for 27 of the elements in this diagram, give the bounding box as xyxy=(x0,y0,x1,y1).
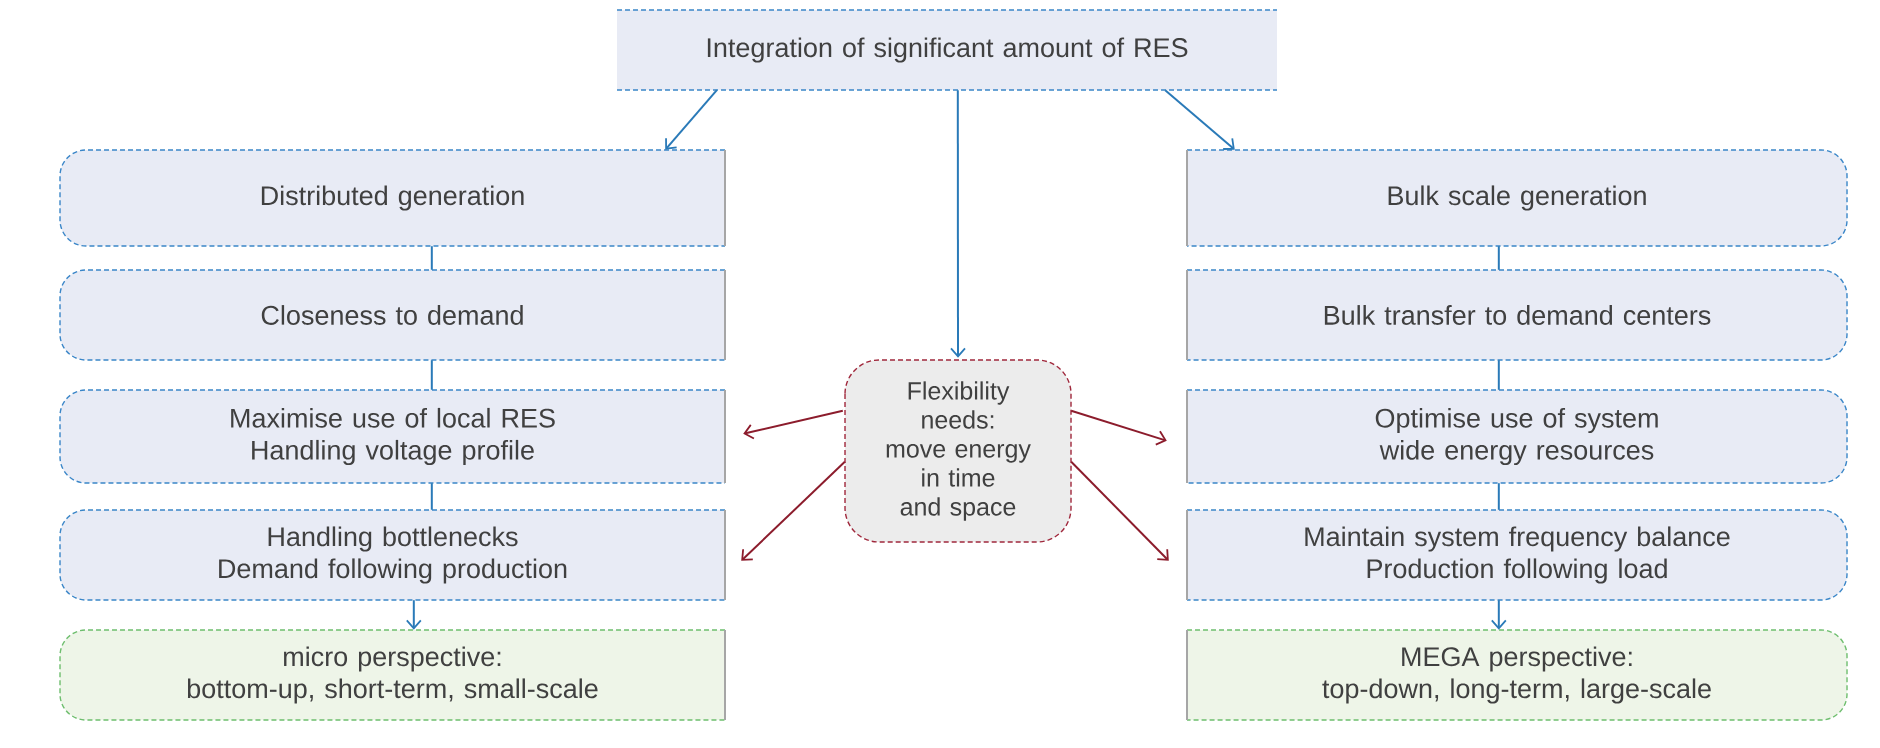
heading-box: Integration of significant amount of RES xyxy=(616,9,1278,91)
connector-line xyxy=(1497,482,1500,511)
process-box: Bulk scale generation xyxy=(1186,149,1848,247)
process-box: Maintain system frequency balance Production following load xyxy=(1186,509,1848,601)
connector-line xyxy=(430,482,433,511)
arrow xyxy=(665,89,718,150)
process-box: MEGA perspective: top-down, long-term, large-scale xyxy=(1186,629,1848,721)
arrow xyxy=(405,599,422,630)
arrow xyxy=(1070,409,1167,446)
process-box: Optimise use of system wide energy resources xyxy=(1186,389,1848,484)
arrow xyxy=(1164,89,1235,150)
connector-line xyxy=(1497,245,1500,271)
connector-line xyxy=(1497,359,1500,391)
process-box: Distributed generation xyxy=(59,149,726,247)
connector-line xyxy=(430,245,433,271)
connector-line xyxy=(430,359,433,391)
process-box: Maximise use of local RES Handling voltage profile xyxy=(59,389,726,484)
arrow xyxy=(1490,599,1507,630)
process-box: Handling bottlenecks Demand following production xyxy=(59,509,726,601)
process-box: Closeness to demand xyxy=(59,269,726,361)
arrow xyxy=(743,409,844,440)
arrow xyxy=(950,89,966,358)
center-box: Flexibility needs: move energy in time and space xyxy=(844,359,1072,543)
process-box: micro perspective: bottom-up, short-term, small-scale xyxy=(59,629,726,721)
process-box: Bulk transfer to demand centers xyxy=(1186,269,1848,361)
arrow xyxy=(1070,460,1169,561)
arrow xyxy=(741,460,846,561)
